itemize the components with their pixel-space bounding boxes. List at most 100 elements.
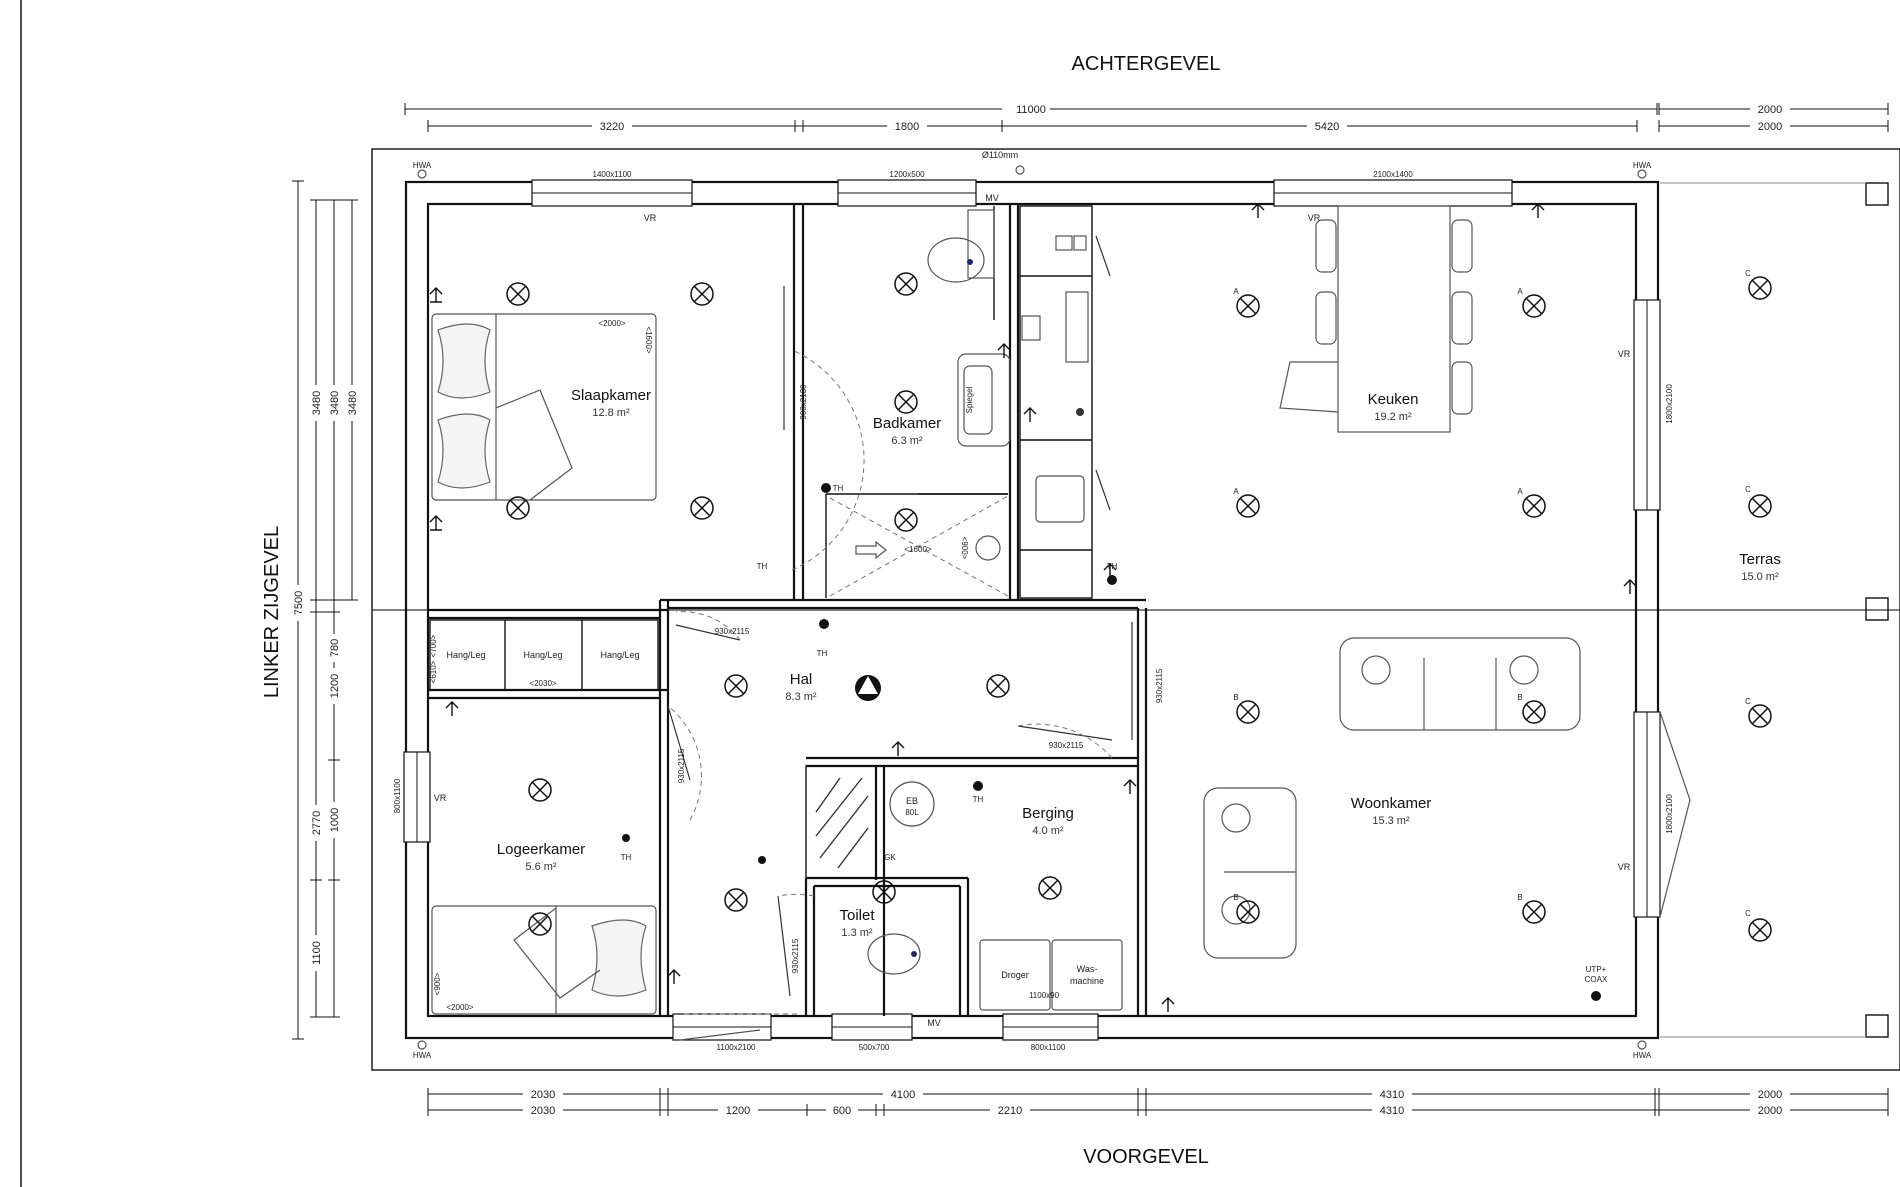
window-top-3: 2100x1400 <box>1373 170 1413 179</box>
dim-seg-1: 3220 <box>600 121 624 133</box>
c-4: C <box>1745 909 1751 918</box>
bed1-length: <2000> <box>598 319 625 328</box>
th-1: TH <box>833 484 844 493</box>
a-2: A <box>1517 287 1523 296</box>
dim-seg-3: 5420 <box>1315 121 1339 133</box>
shower-depth: <900> <box>960 537 969 560</box>
closet-depth-2: <700> <box>429 634 438 657</box>
dimensions-top: 11000 2000 3220 1800 5420 2000 <box>404 103 1889 133</box>
sofa-left <box>1203 787 1297 959</box>
washer-label-2: machine <box>1070 976 1104 986</box>
a-1: A <box>1233 287 1239 296</box>
vr-3: VR <box>1618 349 1631 359</box>
dim-left-b1: 3480 <box>329 391 341 415</box>
boiler-capacity: 80L <box>905 808 919 817</box>
th-3: TH <box>817 649 828 658</box>
dim-overall: 11000 <box>1016 104 1046 116</box>
room-berging: Berging <box>1022 805 1074 822</box>
window-left: 800x1100 <box>393 778 402 813</box>
th-6: TH <box>621 853 632 862</box>
dim-terras-top-1: 2000 <box>1758 104 1782 116</box>
door-hal-1: 930x2115 <box>715 627 750 636</box>
dim-bottom-6: 1200 <box>726 1105 750 1117</box>
c-2: C <box>1745 485 1751 494</box>
dim-bottom-2: 4100 <box>891 1089 915 1101</box>
bed2-length: <2000> <box>446 1003 473 1012</box>
smoke-detector-icon <box>855 675 881 701</box>
window-top-2: 1200x500 <box>889 170 925 179</box>
c-1: C <box>1745 269 1751 278</box>
vent-label: Ø110mm <box>982 150 1018 160</box>
kitchen-counter <box>1021 235 1089 523</box>
room-logeerkamer: Logeerkamer <box>497 841 585 858</box>
vr-4: VR <box>1618 862 1631 872</box>
ceiling-lamps <box>506 272 1772 942</box>
room-logeerkamer-area: 5.6 m² <box>525 861 557 873</box>
room-slaapkamer: Slaapkamer <box>571 387 651 404</box>
vr-1: VR <box>644 213 657 223</box>
closet-depth-1: <610> <box>429 660 438 683</box>
utp-2: COAX <box>1585 975 1608 984</box>
dim-left-a1: 3480 <box>311 391 323 415</box>
b-3: B <box>1233 893 1238 902</box>
dim-left-b2: 780 <box>329 639 341 657</box>
room-hal-area: 8.3 m² <box>785 691 817 703</box>
dim-left-c1: 3480 <box>347 391 359 415</box>
door-toilet: 930x2115 <box>791 938 800 973</box>
dim-left-b4: 1000 <box>329 808 341 832</box>
dim-seg-2: 1800 <box>895 121 919 133</box>
door-berging: 930x2115 <box>1049 741 1084 750</box>
mirror-label: Spiegel <box>965 386 974 413</box>
window-right-1: 1800x2100 <box>1665 384 1674 424</box>
dining-table <box>1279 205 1473 433</box>
door-logeerkamer: 930x2115 <box>677 748 686 783</box>
boiler: EB 80L <box>889 781 935 827</box>
room-woonkamer: Woonkamer <box>1351 795 1432 812</box>
dimensions-left: 7500 3480 2770 1100 3480 780 1200 1000 3… <box>292 180 359 1040</box>
window-bottom-1: 1100x2100 <box>717 1043 757 1052</box>
hwa-label-tl: HWA <box>413 161 432 170</box>
dim-bottom-5: 2030 <box>531 1105 555 1117</box>
th-4: TH <box>1107 562 1118 571</box>
bed1-width: <1600> <box>644 326 653 353</box>
closet-2: Hang/Leg <box>523 650 562 660</box>
dim-left-overall: 7500 <box>293 591 305 615</box>
b-2: B <box>1517 693 1522 702</box>
room-terras-area: 15.0 m² <box>1741 571 1779 583</box>
th-5: TH <box>973 795 984 804</box>
dim-left-b3: 1200 <box>329 674 341 698</box>
hwa-label-bl: HWA <box>413 1051 432 1060</box>
room-berging-area: 4.0 m² <box>1032 825 1064 837</box>
washer-label-1: Was- <box>1077 964 1098 974</box>
mv-top: MV <box>985 193 999 203</box>
closet-width: <2030> <box>529 679 556 688</box>
dryer-label: Droger <box>1001 970 1029 980</box>
b-4: B <box>1517 893 1522 902</box>
bed2-width: <900> <box>433 972 442 995</box>
room-badkamer: Badkamer <box>873 415 941 432</box>
room-woonkamer-area: 15.3 m² <box>1372 815 1410 827</box>
room-toilet: Toilet <box>839 907 875 924</box>
dim-bottom-10: 2000 <box>1758 1105 1782 1117</box>
room-keuken: Keuken <box>1368 391 1419 408</box>
dimensions-bottom: 2030 4100 4310 2000 2030 1200 600 2210 4… <box>427 1088 1889 1117</box>
markers <box>622 483 1601 1001</box>
utp-1: UTP+ <box>1586 965 1607 974</box>
washer-dim: 1100x90 <box>1029 991 1060 1000</box>
mv-bottom: MV <box>927 1018 941 1028</box>
outlet-icons <box>429 203 1637 1012</box>
bed-logeerkamer: <2000> <900> <box>431 905 657 1015</box>
dim-bottom-9: 4310 <box>1380 1105 1404 1117</box>
door-hal-2: 930x2115 <box>1155 668 1164 703</box>
room-slaapkamer-area: 12.8 m² <box>592 407 630 419</box>
facade-bottom-label: VOORGEVEL <box>1083 1146 1209 1168</box>
toilet-badkamer <box>927 209 995 283</box>
hwa-label-tr: HWA <box>1633 161 1652 170</box>
closet-3: Hang/Leg <box>600 650 639 660</box>
shower-width: <1600> <box>904 545 931 554</box>
dim-bottom-8: 2210 <box>998 1105 1022 1117</box>
window-right-2: 1800x2100 <box>1665 794 1674 834</box>
toilet-wc <box>867 933 921 975</box>
hwa-label-br: HWA <box>1633 1051 1652 1060</box>
